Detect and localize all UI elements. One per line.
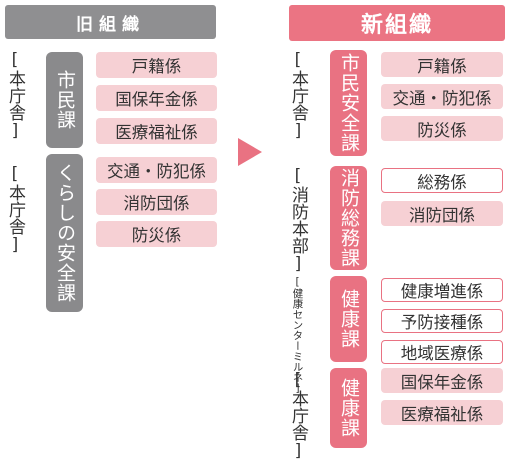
old-building-label-2: [本庁舎] xyxy=(5,164,25,255)
new-org-header: 新組織 xyxy=(289,5,505,41)
new-section-bosai: 防災係 xyxy=(381,116,503,141)
old-section-kokuho-nenkin: 国保年金係 xyxy=(96,85,217,111)
new-building-label-honcho-2: [本庁舎] xyxy=(288,370,308,461)
new-section-iryo-fukushi: 医療福祉係 xyxy=(381,400,503,425)
new-section-kenko-zoshin: 健康増進係 xyxy=(381,278,503,302)
old-org-header: 旧組織 xyxy=(5,5,216,39)
old-section-kotsu-bohan: 交通・防犯係 xyxy=(96,157,217,183)
old-section-iryo-fukushi: 医療福祉係 xyxy=(96,118,217,144)
new-building-label-honcho-1: [本庁舎] xyxy=(288,50,308,141)
new-section-yobo-sesshu: 予防接種係 xyxy=(381,309,503,333)
new-dept-shimin-anzen: 市民安全課 xyxy=(330,50,367,156)
new-dept-kenko-2: 健康課 xyxy=(330,368,367,448)
new-dept-shobo-somu: 消防総務課 xyxy=(330,166,367,270)
old-section-koseki: 戸籍係 xyxy=(96,52,217,78)
old-dept-shimin: 市民課 xyxy=(46,52,83,148)
new-section-somu: 総務係 xyxy=(381,168,503,193)
new-section-chiiki-iryo: 地域医療係 xyxy=(381,340,503,364)
new-dept-kenko-1: 健康課 xyxy=(330,276,367,362)
old-building-label-1: [本庁舎] xyxy=(5,50,25,141)
new-building-label-shobo-honbu: [消防本部] xyxy=(288,166,308,274)
old-dept-kurashi-anzen: くらしの安全課 xyxy=(46,154,83,312)
new-section-koseki: 戸籍係 xyxy=(381,52,503,77)
old-section-bosai: 防災係 xyxy=(96,221,217,247)
new-section-kotsu-bohan: 交通・防犯係 xyxy=(381,84,503,109)
right-triangle-arrow-icon xyxy=(238,138,262,166)
new-section-kokuho-nenkin: 国保年金係 xyxy=(381,368,503,393)
new-building-label-kenko-center: [健康センターミルネ] xyxy=(291,276,304,395)
old-section-shobodan: 消防団係 xyxy=(96,189,217,215)
new-section-shobodan: 消防団係 xyxy=(381,201,503,226)
